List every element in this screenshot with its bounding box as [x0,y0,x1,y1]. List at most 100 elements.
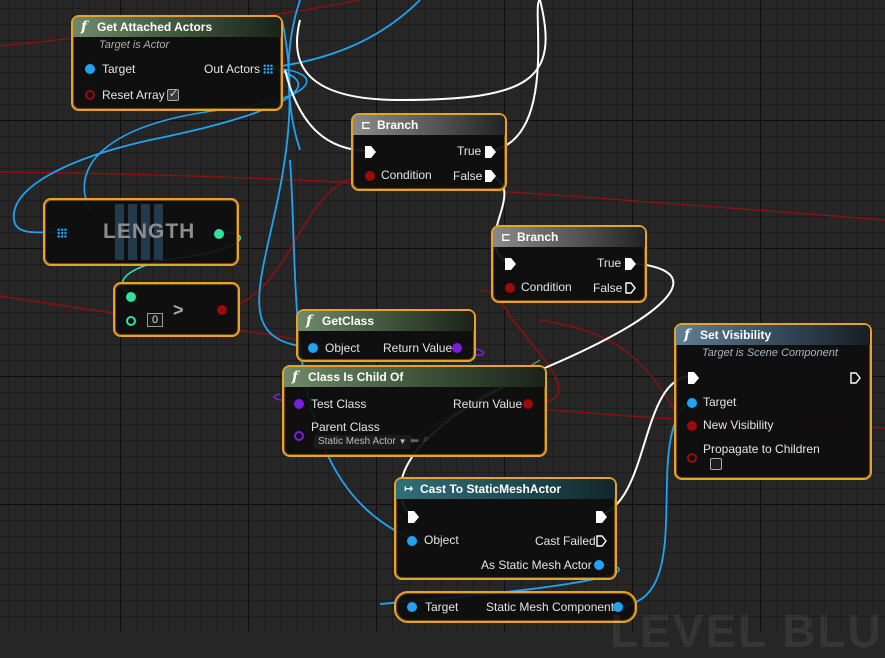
cast-failed-label: Cast Failed [535,534,596,548]
b-value-field[interactable]: 0 [147,313,163,327]
node-header[interactable]: f Class Is Child Of [284,367,545,387]
return-value-label: Return Value [453,397,523,411]
false-label: False [453,169,483,183]
condition-label: Condition [521,280,572,294]
exec-in-pin[interactable] [408,511,419,523]
exec-in-pin[interactable] [688,372,699,384]
new-visibility-pin[interactable] [687,421,697,431]
node-header[interactable]: f Get Attached Actors [73,17,281,37]
node-get-class[interactable]: f GetClass Object Return Value [296,309,476,362]
propagate-label: Propagate to Children [703,442,820,456]
return-value-pin[interactable] [523,399,533,409]
node-header[interactable]: f GetClass [298,311,474,331]
exec-out-pin[interactable] [596,511,607,523]
target-label: Target [703,395,737,409]
cast-failed-pin[interactable] [596,535,607,547]
reset-array-pin[interactable] [85,90,95,100]
cast-icon: ↦ [404,482,414,495]
exec-out-pin[interactable] [850,372,861,384]
use-selected-icon[interactable]: ⬅ [410,435,420,447]
node-cast-to-static-mesh-actor[interactable]: ↦ Cast To StaticMeshActor Object Cast Fa… [394,477,617,580]
node-branch-1[interactable]: ⊏ Branch True Condition False [351,113,507,191]
object-pin[interactable] [407,536,417,546]
target-pin[interactable] [85,64,95,74]
new-visibility-label: New Visibility [703,418,774,432]
length-title: LENGTH [103,220,196,243]
exec-in-pin[interactable] [505,258,516,270]
function-icon: f [292,369,299,385]
exec-true-pin[interactable] [485,146,496,158]
object-pin[interactable] [308,343,318,353]
exec-false-pin[interactable] [625,282,636,294]
branch-icon: ⊏ [361,118,372,132]
node-title: Set Visibility [700,328,772,342]
length-output-pin[interactable] [214,229,224,239]
propagate-checkbox[interactable] [710,458,722,470]
test-class-label: Test Class [311,397,367,411]
node-title: Branch [517,230,559,244]
as-static-mesh-actor-label: As Static Mesh Actor [481,558,592,572]
node-subtitle: Target is Actor [99,39,170,51]
a-input-pin[interactable] [126,292,136,302]
exec-true-pin[interactable] [625,258,636,270]
reset-array-label: Reset Array [102,88,165,102]
component-output-pin[interactable] [613,602,623,612]
wire-exec-top [296,0,547,102]
result-output-pin[interactable] [217,305,227,315]
array-input-pin[interactable] [57,228,67,238]
true-label: True [457,144,482,158]
wire-bool-bg-5 [539,319,681,421]
out-actors-label: Out Actors [204,62,261,76]
node-get-attached-actors[interactable]: f Get Attached Actors Target is Actor Ta… [71,15,283,111]
wire-bool-greater-branch1 [229,174,369,310]
array-background-icon [115,204,165,260]
node-title: Get Attached Actors [97,20,213,34]
test-class-pin[interactable] [294,399,304,409]
target-pin[interactable] [687,398,697,408]
reset-array-checkbox[interactable] [167,87,179,101]
node-title: Branch [377,118,419,132]
node-length[interactable]: LENGTH [43,198,239,266]
parent-class-value: Static Mesh Actor [318,436,396,447]
chevron-down-icon: ▼ [398,437,407,446]
wire-object-top-1 [287,0,301,151]
browse-icon[interactable]: ⌕ [423,433,430,445]
return-value-pin[interactable] [452,343,462,353]
target-pin[interactable] [407,602,417,612]
propagate-pin[interactable] [687,453,697,463]
greater-symbol: > [173,300,184,320]
b-input-pin[interactable] [126,316,136,326]
node-title: Cast To StaticMeshActor [420,482,562,496]
node-header[interactable]: ⊏ Branch [493,227,645,247]
node-set-visibility[interactable]: f Set Visibility Target is Scene Compone… [674,323,872,480]
parent-class-dropdown[interactable]: Static Mesh Actor ▼ [314,435,411,449]
parent-class-label: Parent Class [311,420,380,434]
array-pin-icon[interactable] [263,64,273,74]
node-header[interactable]: f Set Visibility [676,325,870,345]
condition-pin[interactable] [365,171,375,181]
condition-pin[interactable] [505,283,515,293]
node-header[interactable]: ⊏ Branch [353,115,505,135]
false-label: False [593,281,623,295]
graph-watermark: LEVEL BLU [610,605,883,657]
true-label: True [597,256,622,270]
static-mesh-component-label: Static Mesh Component [486,600,615,614]
target-label: Target [425,600,459,614]
node-greater[interactable]: 0 > [113,282,240,337]
exec-false-pin[interactable] [485,170,496,182]
return-value-label: Return Value [383,341,453,355]
node-title: GetClass [322,314,375,328]
exec-in-pin[interactable] [365,146,376,158]
node-class-is-child-of[interactable]: f Class Is Child Of Test Class Return Va… [282,365,547,457]
node-branch-2[interactable]: ⊏ Branch True Condition False [491,225,647,303]
condition-label: Condition [381,168,432,182]
node-header[interactable]: ↦ Cast To StaticMeshActor [396,479,615,499]
branch-icon: ⊏ [501,230,512,244]
parent-class-pin[interactable] [294,431,304,441]
as-static-mesh-actor-pin[interactable] [594,560,604,570]
node-static-mesh-component[interactable]: Target Static Mesh Component [394,591,637,623]
object-label: Object [424,533,459,547]
function-icon: f [684,327,691,343]
object-label: Object [325,341,360,355]
